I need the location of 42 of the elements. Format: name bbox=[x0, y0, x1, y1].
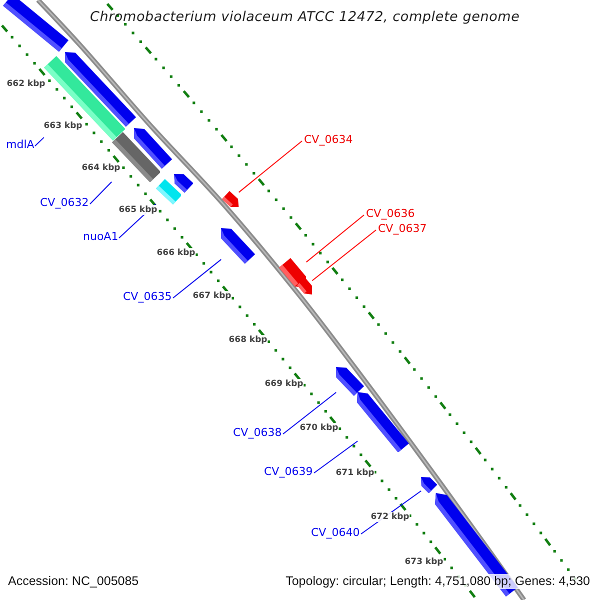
tick-label: 667 kbp bbox=[192, 291, 232, 301]
gene-label: CV_0634 bbox=[304, 133, 353, 146]
gene-feature bbox=[174, 174, 194, 193]
gene-feature bbox=[222, 190, 239, 207]
tick-label: 666 kbp bbox=[156, 248, 196, 258]
leader-line bbox=[238, 140, 302, 193]
gene-feature bbox=[221, 228, 256, 264]
tick-label: 663 kbp bbox=[44, 121, 82, 131]
leader-line bbox=[172, 258, 222, 298]
gene-label: CV_0632 bbox=[40, 196, 89, 209]
leader-line bbox=[314, 440, 358, 474]
leader-line bbox=[306, 214, 364, 263]
gene-label: CV_0638 bbox=[233, 426, 282, 439]
tick-label: 672 kbp bbox=[370, 512, 410, 522]
leader-line bbox=[312, 230, 376, 282]
accession-text: Accession: NC_005085 bbox=[8, 574, 139, 589]
gene-label: CV_0636 bbox=[366, 207, 415, 220]
leader-line bbox=[282, 392, 337, 434]
tick-label: 669 kbp bbox=[264, 379, 304, 389]
leader-line bbox=[34, 136, 44, 146]
gene-label: CV_0639 bbox=[264, 465, 313, 478]
tick-label: 665 kbp bbox=[118, 205, 158, 215]
gene-feature bbox=[296, 278, 312, 295]
gene-feature bbox=[156, 179, 182, 205]
tick-label: 668 kbp bbox=[228, 335, 268, 345]
map-title: Chromobacterium violaceum ATCC 12472, complete genome bbox=[90, 9, 520, 25]
tick-label: 664 kbp bbox=[82, 163, 120, 173]
gene-label: nuoA1 bbox=[83, 230, 118, 243]
gene-feature bbox=[3, 0, 69, 52]
gene-feature bbox=[357, 392, 410, 452]
genome-summary-text: Topology: circular; Length: 4,751,080 bp; Genes: 4,530 bbox=[286, 574, 590, 589]
tick-label: 670 kbp bbox=[300, 423, 338, 433]
gene-feature bbox=[421, 477, 438, 494]
gene-label: CV_0637 bbox=[378, 222, 427, 235]
tick-label: 662 kbp bbox=[6, 79, 46, 89]
gene-label: CV_0640 bbox=[311, 526, 360, 539]
gene-label: CV_0635 bbox=[123, 290, 172, 303]
gene-feature bbox=[336, 367, 364, 396]
gene-label: mdlA bbox=[6, 138, 34, 151]
tick-label: 671 kbp bbox=[336, 468, 374, 478]
leader-line bbox=[90, 181, 112, 204]
tick-label: 673 kbp bbox=[404, 557, 444, 567]
